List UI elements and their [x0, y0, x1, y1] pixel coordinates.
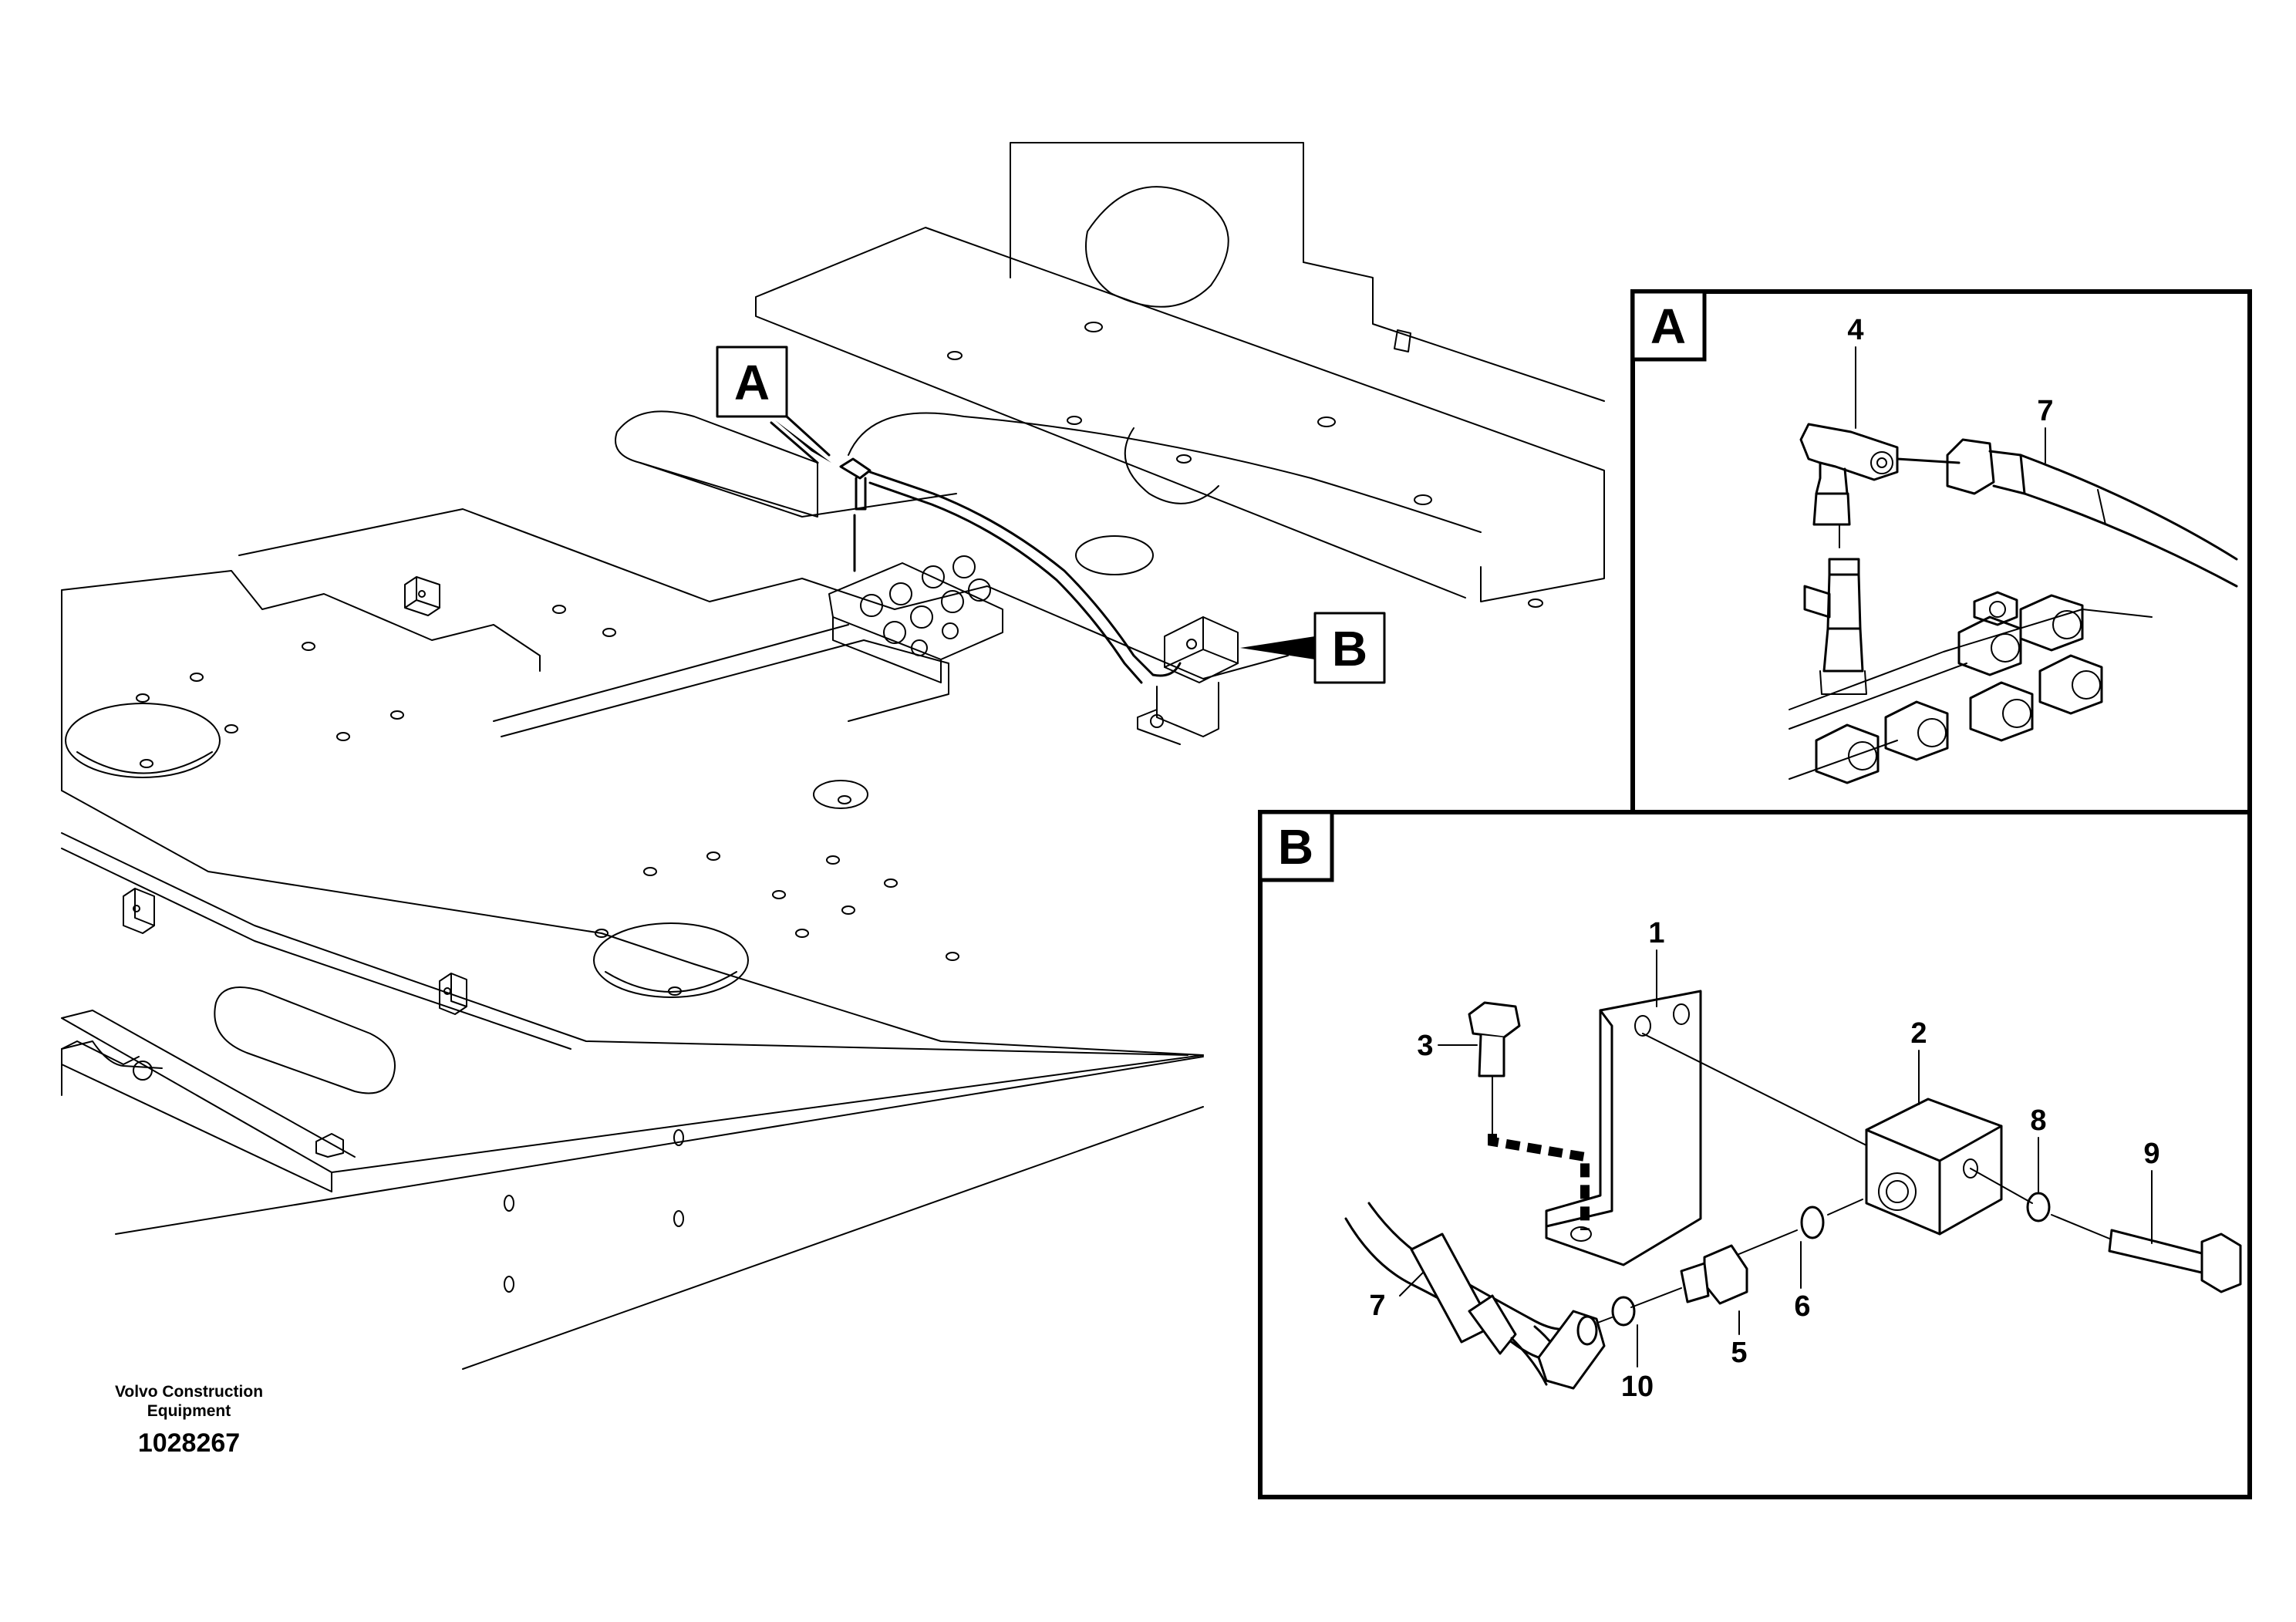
detail-a-callout-7: 7: [2037, 395, 2053, 427]
detail-b-callout-7: 7: [1369, 1290, 1385, 1322]
detail-a-panel: A: [1630, 289, 2252, 814]
detail-b-panel: B: [1258, 810, 2252, 1499]
view-label-b-text: B: [1332, 621, 1367, 676]
detail-b-callout-6: 6: [1794, 1290, 1810, 1323]
view-label-a-text: A: [734, 355, 770, 410]
drawing-number: 1028267: [137, 1428, 241, 1458]
detail-b-title: B: [1278, 819, 1313, 875]
detail-a-manifold-fittings: [1815, 591, 2103, 784]
manufacturer-name: Volvo Construction Equipment: [114, 1383, 264, 1420]
detail-a-callout-4: 4: [1847, 314, 1863, 346]
detail-a-title: A: [1650, 298, 1686, 354]
view-label-a: A: [716, 346, 831, 464]
view-label-b: B: [1240, 612, 1386, 684]
detail-b-callout-10: 10: [1621, 1371, 1654, 1403]
detail-b-callout-5: 5: [1731, 1337, 1747, 1369]
main-frame-view: [61, 142, 1605, 1370]
detail-b-callout-2: 2: [1910, 1017, 1927, 1050]
detail-b-callout-1: 1: [1648, 917, 1664, 949]
manifold-fittings: [860, 555, 991, 656]
detail-b-callout-9: 9: [2143, 1138, 2159, 1170]
detail-b-callout-8: 8: [2030, 1104, 2046, 1137]
drawing-footer: Volvo Construction Equipment 1028267: [100, 1382, 278, 1458]
detail-b-callout-3: 3: [1417, 1030, 1433, 1062]
